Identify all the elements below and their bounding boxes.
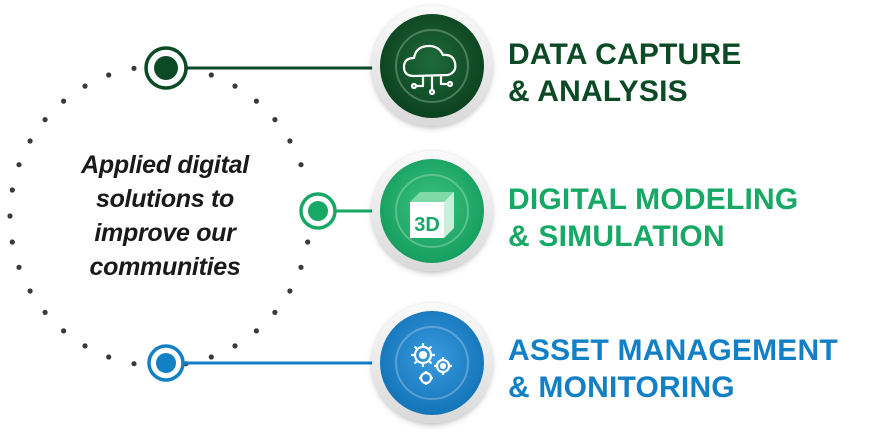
label-asset-management: ASSET MANAGEMENT & MONITORING — [508, 332, 838, 406]
connector-node-3 — [147, 344, 185, 382]
gears-icon — [411, 343, 452, 385]
badge-asset-management — [372, 303, 492, 423]
label-data-capture-line2: & ANALYSIS — [508, 75, 688, 108]
center-statement: Applied digital solutions to improve our… — [40, 148, 290, 284]
dot — [253, 328, 259, 334]
label-digital-modeling-line1: DIGITAL MODELING — [508, 183, 799, 216]
3d-cube-icon: 3D — [410, 192, 454, 238]
dot — [208, 72, 214, 78]
dot — [106, 72, 112, 78]
badge-data-capture — [372, 6, 492, 126]
label-data-capture-line1: DATA CAPTURE — [508, 38, 742, 71]
dot — [287, 288, 293, 294]
dot — [61, 98, 67, 104]
center-line-3: improve our — [94, 219, 236, 247]
dot — [232, 343, 238, 349]
dot — [82, 83, 88, 89]
dot — [106, 354, 112, 360]
badge-digital-modeling: 3D — [372, 151, 492, 271]
dot — [272, 309, 278, 315]
label-digital-modeling: DIGITAL MODELING & SIMULATION — [508, 181, 798, 255]
dot — [208, 354, 214, 360]
dot — [16, 162, 22, 168]
label-data-capture: DATA CAPTURE & ANALYSIS — [508, 36, 742, 110]
dot — [298, 264, 304, 270]
dot — [298, 162, 304, 168]
center-line-2: solutions to — [95, 185, 235, 213]
dot — [42, 309, 48, 315]
dot — [61, 328, 67, 334]
dot — [82, 343, 88, 349]
cloud-network-icon — [402, 44, 457, 96]
connector-node-1 — [144, 46, 188, 90]
dot — [131, 361, 137, 367]
label-asset-management-line2: & MONITORING — [508, 371, 735, 404]
dot — [305, 239, 311, 245]
dot — [16, 264, 22, 270]
3d-label: 3D — [414, 214, 440, 236]
dot — [27, 138, 33, 144]
connector-node-2 — [299, 192, 337, 230]
dot — [9, 239, 15, 245]
center-line-4: communities — [89, 253, 241, 281]
dot — [253, 98, 259, 104]
dot — [9, 187, 15, 193]
center-line-1: Applied digital — [81, 151, 249, 179]
label-asset-management-line1: ASSET MANAGEMENT — [508, 334, 838, 367]
dot — [42, 117, 48, 123]
dot — [272, 117, 278, 123]
dot — [287, 138, 293, 144]
dot — [232, 83, 238, 89]
dot — [7, 213, 13, 219]
dot — [27, 288, 33, 294]
dot — [131, 65, 137, 71]
label-digital-modeling-line2: & SIMULATION — [508, 220, 725, 253]
